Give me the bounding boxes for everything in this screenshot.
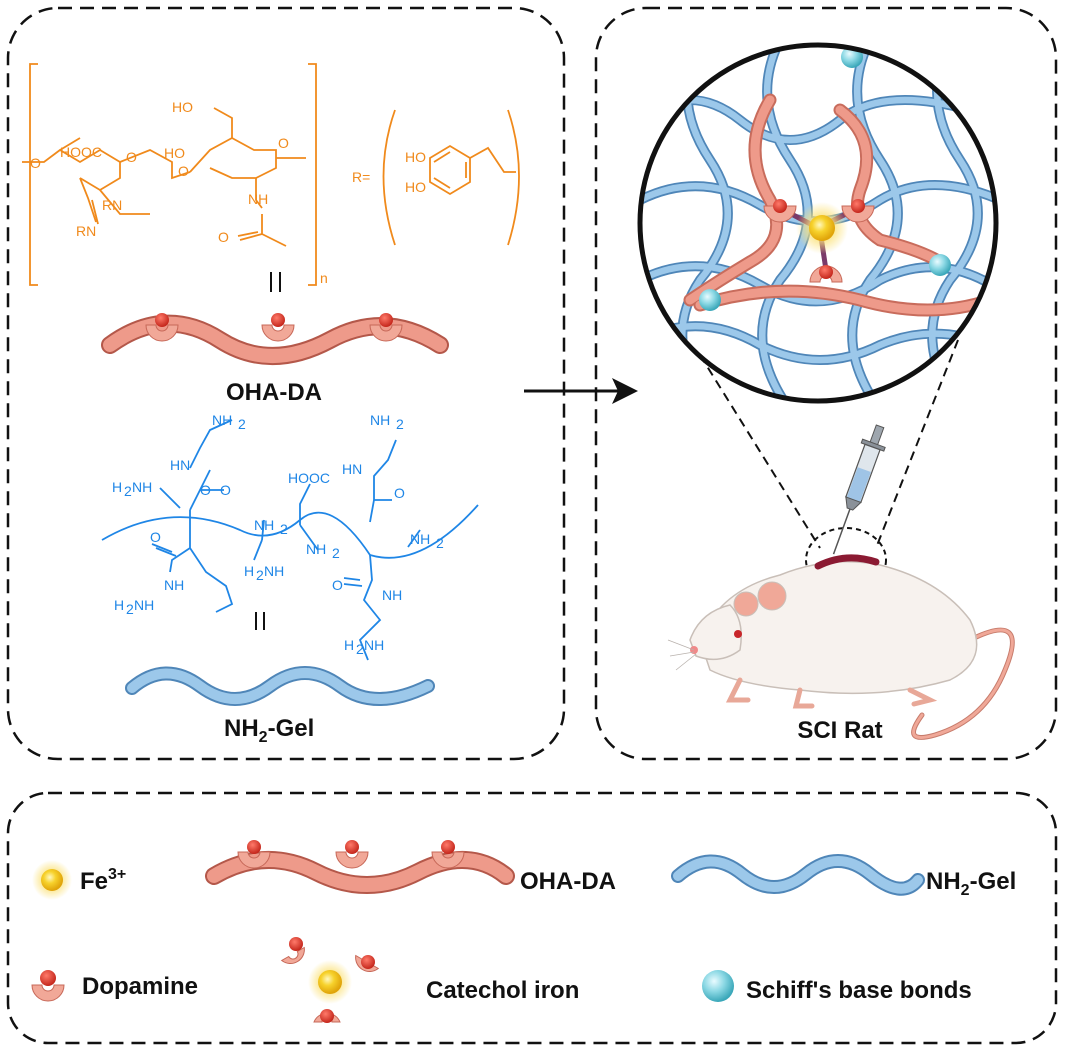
svg-text:NH: NH xyxy=(248,191,268,207)
svg-text:NH: NH xyxy=(264,563,284,579)
nh2gel-label: NH2-Gel xyxy=(224,715,314,746)
svg-text:O: O xyxy=(30,155,41,171)
svg-text:2: 2 xyxy=(256,567,264,583)
legend-panel-frame xyxy=(6,791,1058,1045)
spinal-cord-injury-site xyxy=(814,554,880,570)
ohada-chemical-structure: n HOOC O O O HO HO O NH O RN RN R= HO xyxy=(22,63,520,286)
svg-text:2: 2 xyxy=(280,521,288,537)
ohada-label: OHA-DA xyxy=(226,379,322,406)
svg-text:NH2-Gel: NH2-Gel xyxy=(926,868,1016,899)
schiff-base-node xyxy=(929,254,951,276)
svg-text:HN: HN xyxy=(170,457,190,473)
nh2gel-chemical-structure: NH 2 HN H 2 NH O O NH 2 NH 2 H 2 NH HOOC… xyxy=(101,412,479,661)
ohada-strand-illustration xyxy=(101,313,449,365)
svg-text:HO: HO xyxy=(172,99,193,115)
svg-text:O: O xyxy=(126,149,137,165)
svg-text:2: 2 xyxy=(436,535,444,551)
svg-text:2: 2 xyxy=(238,416,246,432)
dopamine-site xyxy=(369,313,403,342)
right-panel-frame xyxy=(594,6,1058,761)
svg-text:NH: NH xyxy=(134,597,154,613)
svg-text:O: O xyxy=(220,482,231,498)
svg-text:R=: R= xyxy=(352,169,370,185)
legend-ohada: OHA-DA xyxy=(205,840,616,895)
svg-text:O: O xyxy=(394,485,405,501)
svg-text:RN: RN xyxy=(76,223,96,239)
svg-text:NH: NH xyxy=(254,517,274,533)
dopamine-site xyxy=(261,313,295,342)
svg-text:NH: NH xyxy=(364,637,384,653)
svg-text:H: H xyxy=(244,563,254,579)
svg-text:Schiff's base bonds: Schiff's base bonds xyxy=(746,977,972,1004)
svg-text:O: O xyxy=(200,482,211,498)
svg-text:O: O xyxy=(332,577,343,593)
process-arrow xyxy=(524,378,638,404)
repeat-n: n xyxy=(320,270,328,286)
svg-text:H: H xyxy=(344,637,354,653)
left-panel-frame xyxy=(6,6,566,761)
svg-text:NH: NH xyxy=(164,577,184,593)
svg-text:HO: HO xyxy=(164,145,185,161)
legend-nh2gel: NH2-Gel xyxy=(671,854,1016,899)
svg-text:Fe3+: Fe3+ xyxy=(80,866,126,895)
svg-text:NH: NH xyxy=(212,412,232,428)
legend-schiff-base: Schiff's base bonds xyxy=(702,970,972,1004)
svg-text:OHA-DA: OHA-DA xyxy=(520,868,616,895)
svg-text:NH: NH xyxy=(370,412,390,428)
nh2gel-strand-illustration xyxy=(125,666,435,706)
svg-text:O: O xyxy=(218,229,229,245)
svg-text:NH: NH xyxy=(382,587,402,603)
svg-text:Catechol iron: Catechol iron xyxy=(426,977,579,1004)
svg-text:HO: HO xyxy=(405,179,426,195)
svg-text:NH: NH xyxy=(306,541,326,557)
legend-catechol-iron: Catechol iron xyxy=(280,937,579,1023)
svg-text:2: 2 xyxy=(126,601,134,617)
sci-rat-label: SCI Rat xyxy=(797,717,882,744)
svg-text:O: O xyxy=(178,163,189,179)
svg-text:HOOC: HOOC xyxy=(288,470,330,486)
svg-text:Dopamine: Dopamine xyxy=(82,973,198,1000)
dopamine-site xyxy=(145,313,179,342)
svg-text:NH: NH xyxy=(410,531,430,547)
catechol-iron-complex xyxy=(763,199,875,283)
svg-text:RN: RN xyxy=(102,197,122,213)
svg-text:H: H xyxy=(114,597,124,613)
svg-text:HOOC: HOOC xyxy=(60,144,102,160)
svg-text:O: O xyxy=(150,529,161,545)
legend-dopamine: Dopamine xyxy=(31,970,198,1002)
svg-text:O: O xyxy=(278,135,289,151)
schiff-base-node xyxy=(699,289,721,311)
svg-text:HN: HN xyxy=(342,461,362,477)
rat-illustration xyxy=(667,554,1015,740)
svg-text:HO: HO xyxy=(405,149,426,165)
svg-text:2: 2 xyxy=(332,545,340,561)
svg-text:2: 2 xyxy=(124,483,132,499)
svg-text:NH: NH xyxy=(132,479,152,495)
svg-text:2: 2 xyxy=(396,416,404,432)
hydrogel-network-zoom xyxy=(637,42,999,404)
svg-text:H: H xyxy=(112,479,122,495)
svg-text:2: 2 xyxy=(356,641,364,657)
legend-fe: Fe3+ xyxy=(32,860,126,900)
syringe-icon xyxy=(832,424,886,555)
